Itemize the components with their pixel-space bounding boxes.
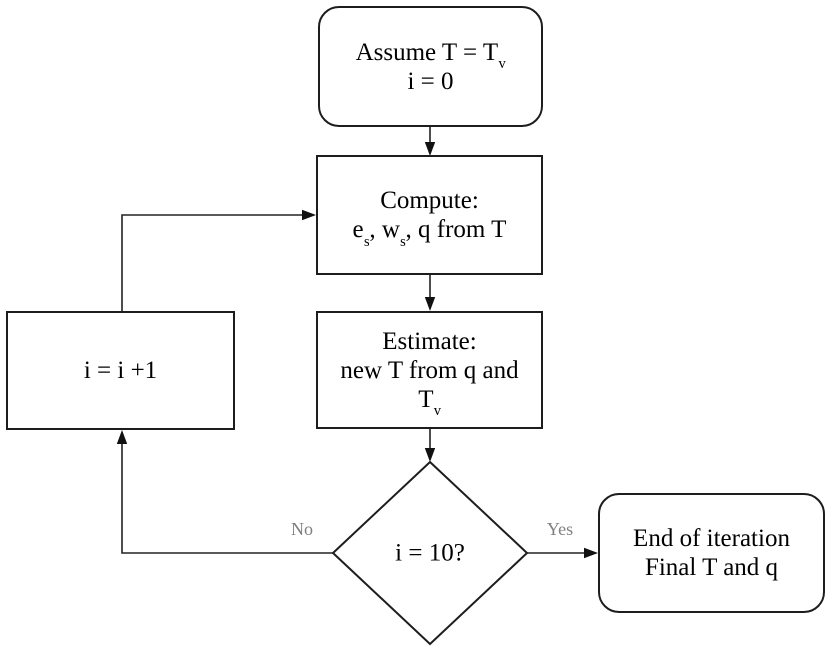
edge-label-no: No — [291, 519, 313, 539]
arrow-increment-to-compute-line — [121, 214, 303, 311]
arrow-decision-to-end-head — [584, 547, 598, 559]
node-compute: Compute: es, ws, q from T — [316, 155, 543, 275]
node-compute-line2-subscript1: s — [363, 233, 370, 250]
node-assume-line1-text: Assume T = T — [355, 38, 499, 66]
node-estimate-line2: new T from q and — [340, 356, 519, 384]
node-estimate: Estimate: new T from q and Tv — [316, 311, 543, 429]
node-end-line2: Final T and q — [644, 554, 779, 581]
node-estimate-line3: Tv — [418, 385, 441, 419]
node-compute-line2-seg2: , w — [369, 216, 400, 243]
edge-label-yes: Yes — [546, 519, 574, 539]
node-end: End of iteration Final T and q — [598, 493, 825, 613]
node-assume-line1: Assume T = Tv — [355, 38, 506, 72]
node-decision-shape — [331, 460, 529, 646]
arrow-compute-to-estimate-head — [424, 297, 436, 311]
node-compute-line1: Compute: — [380, 187, 479, 214]
node-decision-label: i = 10? — [395, 539, 465, 567]
node-increment: i = i +1 — [6, 311, 235, 430]
node-compute-line2-seg1: e — [352, 216, 364, 243]
arrow-estimate-to-decision-head — [424, 448, 436, 462]
node-assume-line1-subscript: v — [498, 56, 506, 73]
node-compute-line2: es, ws, q from T — [352, 215, 507, 249]
node-compute-line2-seg3: , q from T — [405, 216, 507, 243]
node-compute-line2-subscript2: s — [400, 233, 406, 250]
node-estimate-line3-text: T — [418, 385, 434, 413]
arrow-increment-to-compute-head — [302, 209, 316, 221]
arrow-decision-to-increment-head — [116, 430, 128, 444]
node-assume: Assume T = Tv i = 0 — [318, 6, 543, 127]
node-increment-line1: i = i +1 — [83, 357, 158, 384]
arrow-decision-to-increment-line — [121, 444, 333, 554]
node-assume-line2: i = 0 — [407, 67, 454, 95]
node-estimate-line3-subscript: v — [433, 403, 442, 420]
node-end-line1: End of iteration — [633, 525, 790, 552]
node-estimate-line1: Estimate: — [382, 327, 477, 355]
arrow-assume-to-compute-head — [424, 142, 436, 156]
